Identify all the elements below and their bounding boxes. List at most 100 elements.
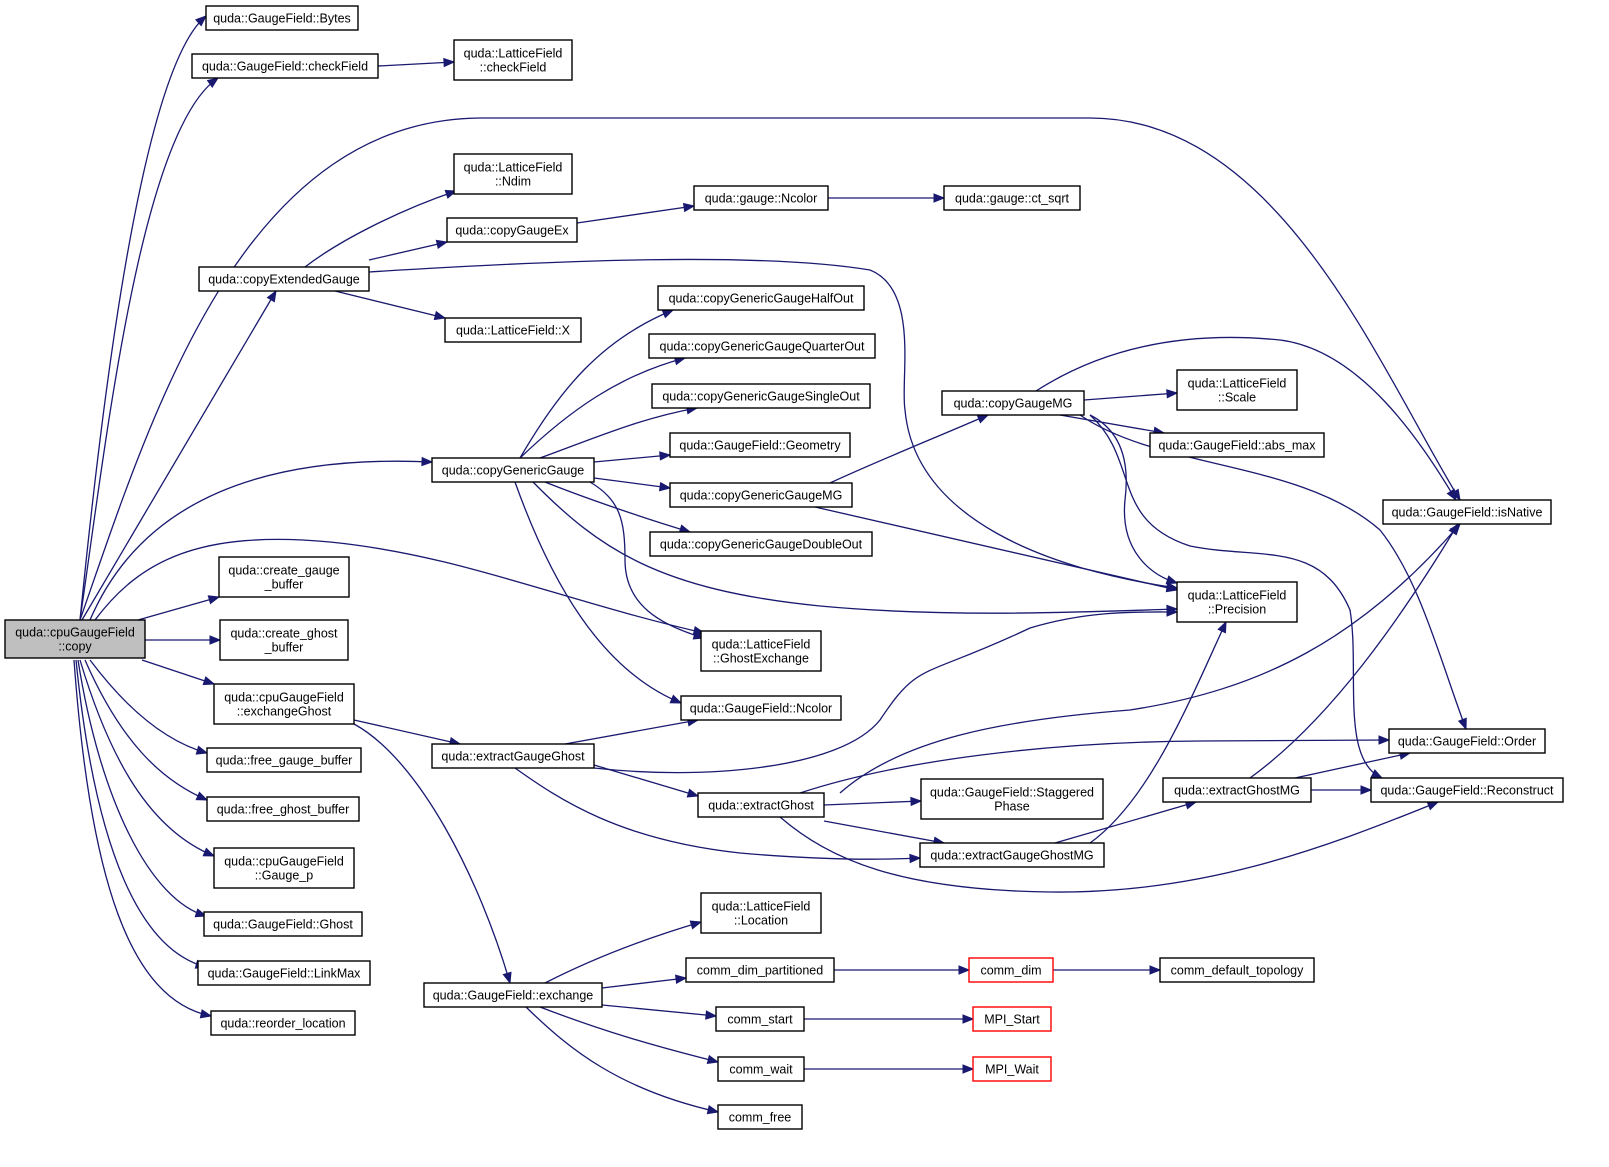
node-bytes[interactable]: quda::GaugeField::Bytes	[205, 5, 359, 31]
node-cggHalfOut[interactable]: quda::copyGenericGaugeHalfOut	[657, 285, 865, 311]
node-label: ::Scale	[1218, 391, 1256, 405]
node-commDimPartitioned[interactable]: comm_dim_partitioned	[685, 957, 835, 983]
node-label: quda::LatticeField	[712, 638, 811, 652]
edge-line	[353, 719, 461, 745]
node-extractGaugeGhost[interactable]: quda::extractGaugeGhost	[431, 743, 595, 769]
node-gfGeometry[interactable]: quda::GaugeField::Geometry	[669, 432, 851, 458]
edge-line	[544, 481, 691, 533]
node-box	[685, 957, 835, 983]
node-checkField[interactable]: quda::GaugeField::checkField	[191, 53, 379, 79]
node-box	[1382, 499, 1552, 525]
node-ctSqrt[interactable]: quda::gauge::ct_sqrt	[943, 185, 1081, 211]
edge-line	[79, 15, 207, 621]
node-lfLocation[interactable]: quda::LatticeField::Location	[700, 892, 822, 934]
node-root[interactable]: quda::cpuGaugeField::copy	[4, 619, 146, 659]
edge-extractGaugeGhost-to-lfPrecision	[593, 607, 1179, 774]
node-gfReconstruct[interactable]: quda::GaugeField::Reconstruct	[1370, 777, 1564, 803]
edge-line	[94, 538, 705, 634]
node-commDefaultTopology[interactable]: comm_default_topology	[1159, 957, 1315, 983]
node-freeGhostBuffer[interactable]: quda::free_ghost_buffer	[206, 796, 360, 822]
node-label: quda::GaugeField::Ghost	[213, 918, 353, 932]
node-commDim[interactable]: comm_dim	[968, 957, 1054, 983]
node-commWait[interactable]: comm_wait	[717, 1056, 805, 1082]
node-createGaugeBuffer[interactable]: quda::create_gauge_buffer	[218, 556, 350, 598]
node-lfX[interactable]: quda::LatticeField::X	[444, 317, 582, 343]
node-box	[700, 630, 822, 672]
node-gfGhost[interactable]: quda::GaugeField::Ghost	[203, 911, 363, 937]
edge-line	[1083, 392, 1178, 401]
node-label: quda::copyGenericGaugeQuarterOut	[660, 340, 866, 354]
edge-line	[1089, 621, 1227, 844]
node-box	[205, 5, 359, 31]
node-copyGaugeMG[interactable]: quda::copyGaugeMG	[941, 390, 1085, 416]
node-mpiWait[interactable]: MPI_Wait	[972, 1056, 1052, 1082]
edge-line	[532, 481, 1178, 614]
node-mpiStart[interactable]: MPI_Start	[972, 1006, 1052, 1032]
edge-arrowhead	[1446, 488, 1457, 502]
node-label: quda::copyGenericGaugeDoubleOut	[660, 538, 863, 552]
node-gfExchange[interactable]: quda::GaugeField::exchange	[423, 982, 603, 1008]
node-commFree[interactable]: comm_free	[717, 1104, 803, 1130]
node-commStart[interactable]: comm_start	[715, 1006, 805, 1032]
node-box	[669, 432, 851, 458]
edge-arrowhead	[909, 853, 922, 864]
edge-arrowhead	[195, 745, 209, 755]
node-cggDoubleOut[interactable]: quda::copyGenericGaugeDoubleOut	[649, 531, 873, 557]
node-createGhostBuffer[interactable]: quda::create_ghost_buffer	[219, 619, 349, 661]
edge-gfExchange-to-commWait	[539, 1006, 720, 1065]
edge-commStart-to-mpiStart	[804, 1014, 975, 1024]
node-label: quda::copyGenericGaugeMG	[680, 489, 843, 503]
edge-gfExchange-to-commStart	[601, 1004, 718, 1020]
node-label: quda::copyExtendedGauge	[208, 273, 360, 287]
node-reorderLocation[interactable]: quda::reorder_location	[210, 1010, 356, 1036]
edge-copyExtendedGauge-to-lfX	[334, 290, 447, 321]
edge-line	[1089, 414, 1383, 779]
node-label: MPI_Start	[984, 1013, 1040, 1027]
node-extractGhost[interactable]: quda::extractGhost	[697, 792, 825, 818]
edge-line	[829, 414, 989, 484]
node-cggMG[interactable]: quda::copyGenericGaugeMG	[669, 482, 853, 508]
node-lfPrecision[interactable]: quda::LatticeField::Precision	[1176, 581, 1298, 623]
node-gfLinkMax[interactable]: quda::GaugeField::LinkMax	[197, 960, 371, 986]
node-lfGhostExchange[interactable]: quda::LatticeField::GhostExchange	[700, 630, 822, 672]
node-freeGaugeBuffer[interactable]: quda::free_gauge_buffer	[206, 747, 362, 773]
node-absMax[interactable]: quda::GaugeField::abs_max	[1149, 432, 1325, 458]
edge-line	[514, 767, 921, 860]
node-extractGhostMG[interactable]: quda::extractGhostMG	[1162, 777, 1312, 803]
node-box	[197, 960, 371, 986]
edge-cggMG-to-copyGaugeMG	[829, 414, 990, 484]
edge-arrowhead	[502, 971, 512, 985]
edge-commWait-to-mpiWait	[804, 1064, 975, 1074]
node-extractGaugeGhostMG[interactable]: quda::extractGaugeGhostMG	[919, 842, 1105, 868]
edge-line	[79, 117, 1461, 621]
node-cggSingleOut[interactable]: quda::copyGenericGaugeSingleOut	[651, 383, 871, 409]
node-copyGenericGauge[interactable]: quda::copyGenericGauge	[431, 457, 595, 483]
node-gfNcolor[interactable]: quda::GaugeField::Ncolor	[680, 695, 842, 721]
edge-line	[1079, 414, 1467, 730]
node-copyGaugeEx[interactable]: quda::copyGaugeEx	[446, 217, 578, 243]
node-copyExtendedGauge[interactable]: quda::copyExtendedGauge	[198, 266, 370, 292]
edge-line	[1249, 523, 1459, 779]
node-exchangeGhost[interactable]: quda::cpuGaugeField::exchangeGhost	[213, 683, 355, 725]
node-lfNdim[interactable]: quda::LatticeField::Ndim	[453, 153, 573, 195]
edge-line	[823, 820, 945, 844]
edge-root-to-gaugeP	[79, 659, 216, 857]
node-lfCheckField[interactable]: quda::LatticeField::checkField	[453, 39, 573, 81]
edge-line	[593, 764, 699, 797]
node-gfOrder[interactable]: quda::GaugeField::Order	[1388, 728, 1546, 754]
node-lfScale[interactable]: quda::LatticeField::Scale	[1176, 369, 1298, 411]
edge-arrowhead	[195, 791, 209, 801]
node-label: quda::create_gauge	[228, 564, 339, 578]
edge-line	[601, 977, 687, 989]
edge-line	[137, 596, 220, 621]
node-gaugeP[interactable]: quda::cpuGaugeField::Gauge_p	[213, 847, 355, 889]
edge-line	[353, 723, 511, 984]
node-layer: quda::cpuGaugeField::copyquda::GaugeFiel…	[4, 5, 1564, 1130]
edge-root-to-lfGhostExchange	[94, 538, 706, 636]
node-gaugeNcolor[interactable]: quda::gauge::Ncolor	[693, 185, 829, 211]
edge-arrowhead	[443, 57, 456, 68]
node-cggQuarterOut[interactable]: quda::copyGenericGaugeQuarterOut	[648, 333, 876, 359]
node-isNative[interactable]: quda::GaugeField::isNative	[1382, 499, 1552, 525]
